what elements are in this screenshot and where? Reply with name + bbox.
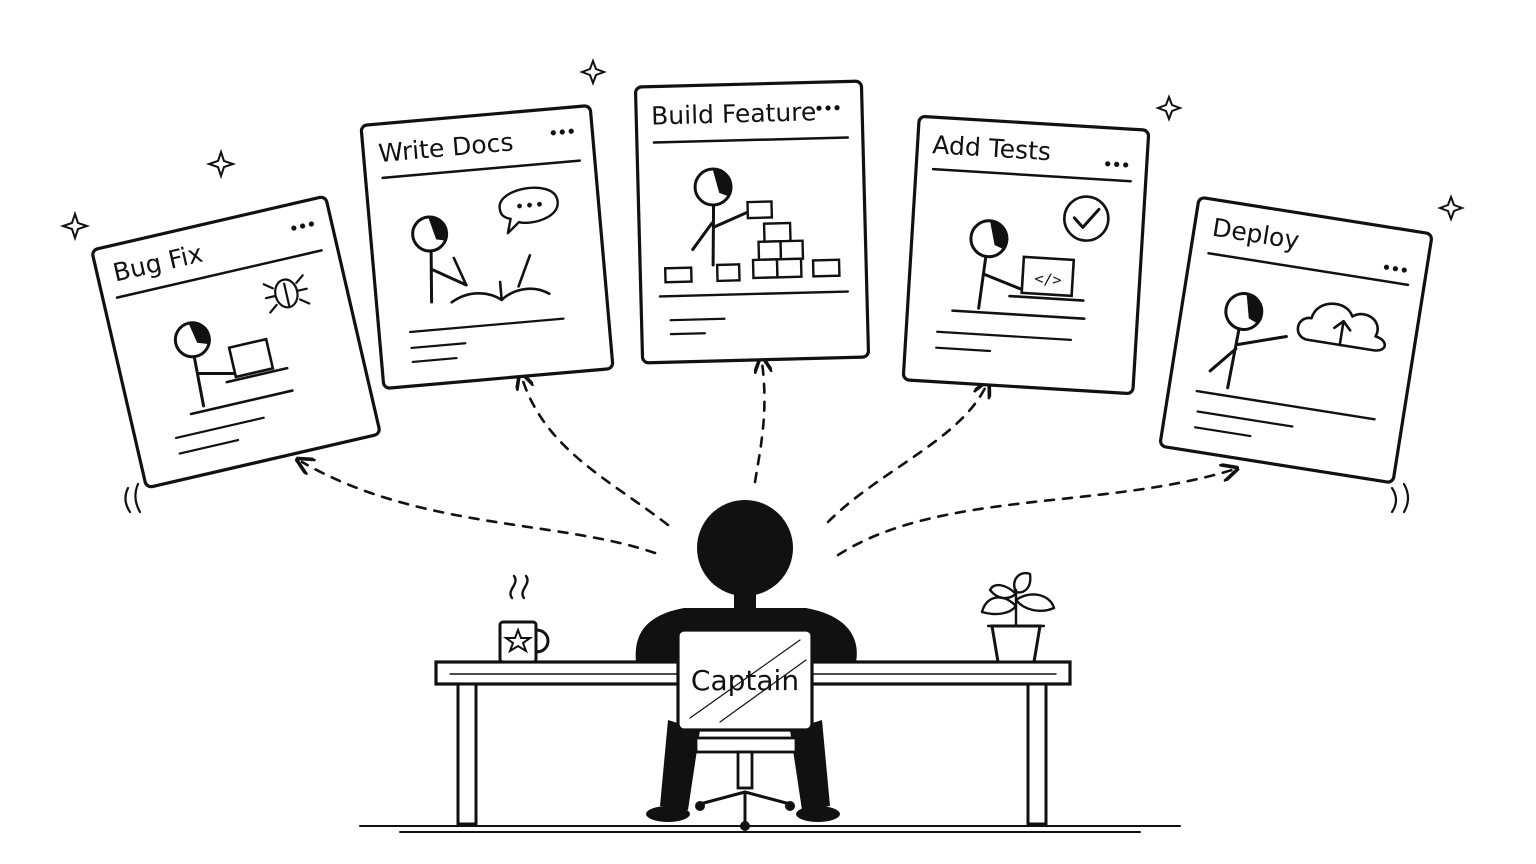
person-pointing-icon xyxy=(1195,291,1376,421)
potted-plant-icon xyxy=(980,571,1056,664)
card-title: Build Feature xyxy=(651,97,817,130)
cloud-upload-icon xyxy=(1296,302,1386,352)
more-options-icon[interactable] xyxy=(816,105,840,111)
more-options-icon[interactable] xyxy=(291,221,315,231)
arrow-to-write-docs xyxy=(522,378,670,527)
card-write-docs[interactable]: Write Docs xyxy=(359,104,615,390)
motion-lines xyxy=(124,482,1410,514)
more-options-icon[interactable] xyxy=(1383,264,1408,273)
person-at-laptop-icon xyxy=(173,321,294,416)
captain-head xyxy=(697,500,793,596)
bug-icon xyxy=(262,274,311,314)
more-options-icon[interactable] xyxy=(1105,161,1129,168)
card-add-tests[interactable]: Add Tests </> xyxy=(901,114,1151,396)
captain-chair: Captain xyxy=(676,628,814,831)
sparkle-icon xyxy=(205,148,237,180)
more-options-icon[interactable] xyxy=(550,128,574,136)
sparkle-icon xyxy=(1155,94,1183,122)
card-deploy[interactable]: Deploy xyxy=(1159,196,1433,484)
building-blocks-icon xyxy=(663,167,841,284)
card-title: Add Tests xyxy=(932,130,1052,166)
sparkle-decorations xyxy=(59,58,1465,242)
svg-text:</>: </> xyxy=(1034,270,1062,290)
coffee-mug-icon xyxy=(498,574,550,664)
arrow-to-build-feature xyxy=(755,362,764,484)
person-at-code-laptop-icon: </> xyxy=(951,219,1086,320)
arrow-to-bug-fix xyxy=(302,462,657,555)
sparkle-icon xyxy=(579,58,607,86)
person-writing-icon xyxy=(411,215,551,304)
checkmark-circle-icon xyxy=(1063,195,1110,242)
card-build-feature[interactable]: Build Feature xyxy=(633,79,871,365)
arrow-to-add-tests xyxy=(826,386,986,524)
arrow-to-deploy xyxy=(836,470,1232,557)
sparkle-icon xyxy=(59,210,91,242)
delegation-arrows xyxy=(302,362,1232,557)
floor-line xyxy=(359,825,1181,833)
chair-label: Captain xyxy=(691,664,799,697)
card-bug-fix[interactable]: Bug Fix xyxy=(91,195,381,489)
sparkle-icon xyxy=(1437,194,1465,222)
speech-bubble-icon xyxy=(498,186,559,235)
